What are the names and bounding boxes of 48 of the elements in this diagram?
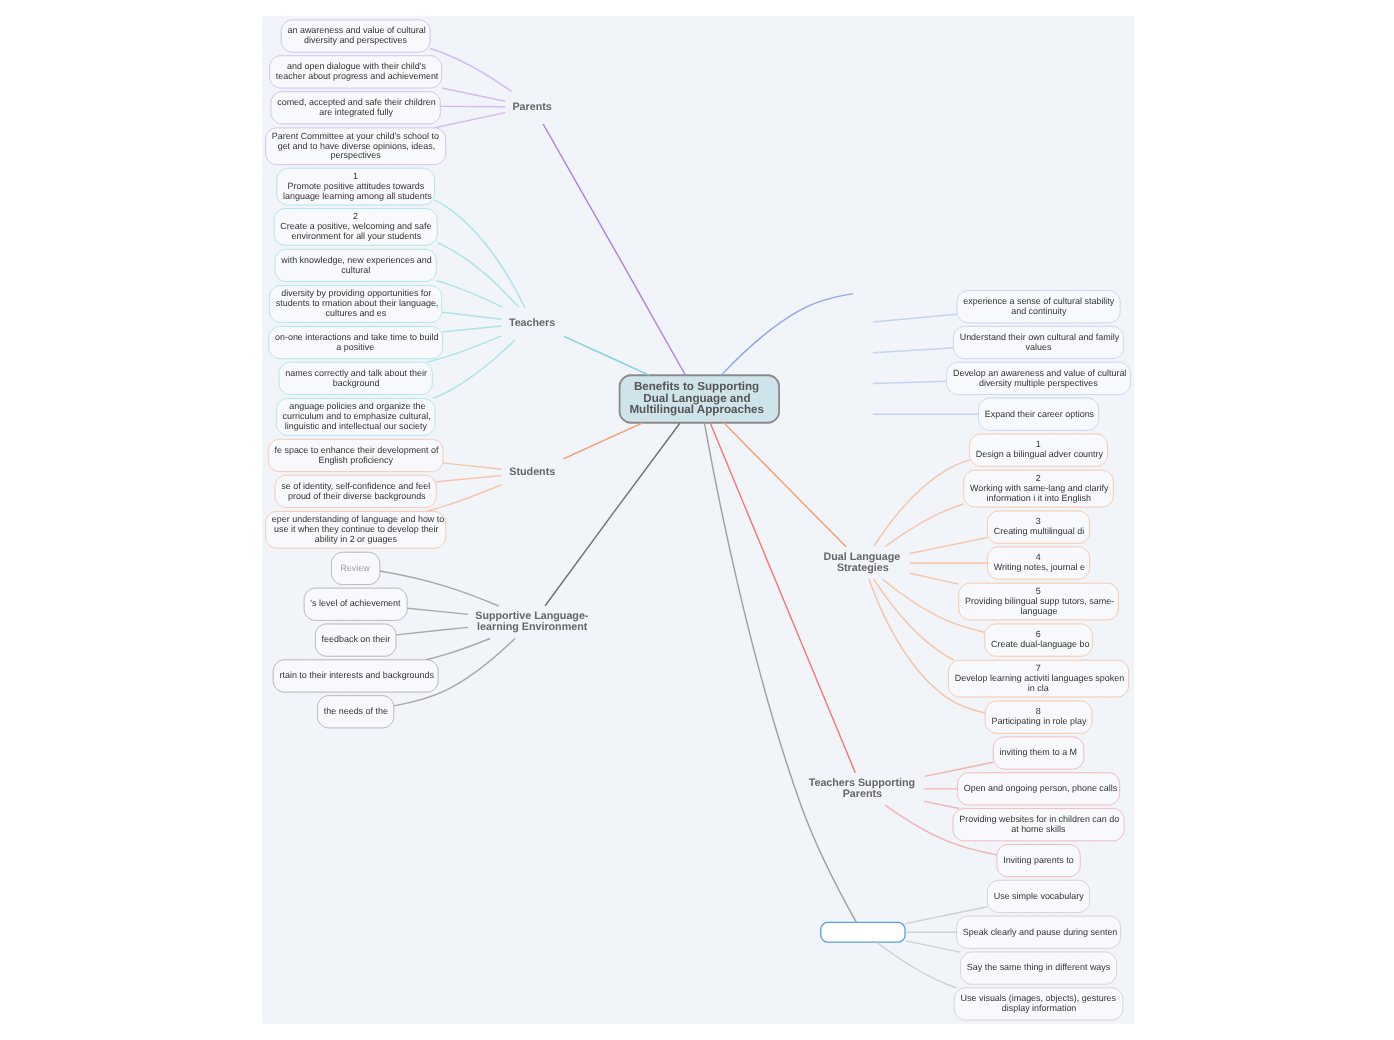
connector (424, 637, 490, 661)
connector (872, 578, 954, 661)
node-box (819, 921, 905, 943)
connector (405, 607, 468, 616)
connector (871, 380, 947, 385)
connector (922, 788, 958, 790)
connector (378, 570, 499, 607)
connector (434, 279, 503, 309)
connector (424, 484, 502, 513)
connector (432, 111, 505, 129)
connector (719, 292, 853, 376)
connector (922, 761, 993, 778)
connector (428, 47, 512, 93)
connector (874, 941, 956, 989)
connector (908, 572, 959, 585)
connector (871, 459, 970, 548)
connector (883, 503, 964, 548)
connector (903, 940, 960, 953)
connector (883, 804, 997, 856)
connector (871, 347, 953, 354)
connector (867, 578, 985, 714)
connector (543, 422, 680, 607)
connector (871, 313, 957, 323)
connector (440, 311, 502, 320)
connector (561, 422, 643, 460)
connector (435, 242, 519, 309)
connector (433, 199, 525, 309)
connector (722, 422, 846, 548)
connector (430, 339, 515, 400)
connector (440, 325, 502, 333)
connector (438, 105, 505, 108)
connector (880, 578, 985, 633)
connector (702, 422, 856, 923)
connector (908, 536, 987, 555)
connector (541, 123, 685, 376)
connector (392, 637, 515, 707)
connector (562, 335, 649, 376)
connector (922, 800, 959, 810)
connector (871, 413, 979, 415)
connector (903, 931, 957, 933)
connector (440, 87, 505, 102)
connector (394, 626, 468, 636)
connector (425, 335, 502, 363)
connector (908, 562, 987, 564)
connector (903, 906, 988, 925)
connector (708, 422, 855, 774)
connector (434, 474, 502, 483)
connector (441, 462, 502, 471)
